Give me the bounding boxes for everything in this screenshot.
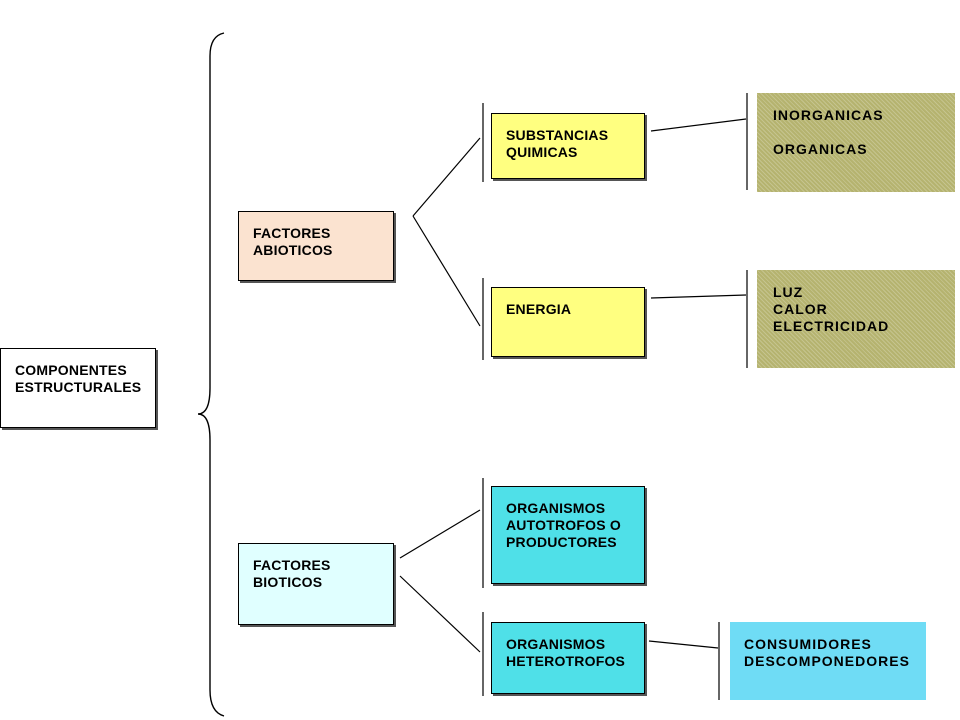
node-label-line: INORGANICAS	[773, 107, 884, 123]
node-label-line: DESCOMPONEDORES	[744, 653, 910, 669]
node-label-line: QUIMICAS	[506, 144, 578, 160]
node-consumidores-descomponedores: CONSUMIDORES DESCOMPONEDORES	[730, 622, 926, 700]
node-label-spacer	[773, 124, 943, 141]
connector-bioticos-autotrofos	[399, 509, 481, 559]
node-energia: ENERGIA	[491, 287, 645, 357]
node-inorganicas-organicas: INORGANICAS ORGANICAS	[757, 93, 955, 192]
node-label-line: ABIOTICOS	[253, 242, 333, 258]
connector-bioticos-heterotrofos	[399, 575, 481, 653]
node-factores-bioticos: FACTORES BIOTICOS	[238, 543, 394, 625]
node-label-line: PRODUCTORES	[506, 534, 617, 550]
node-organismos-heterotrofos: ORGANISMOS HETEROTROFOS	[491, 622, 645, 694]
node-label-line: CALOR	[773, 301, 828, 317]
connector-abioticos-energia	[412, 215, 481, 327]
node-label-line: SUBSTANCIAS	[506, 127, 609, 143]
node-label-line: FACTORES	[253, 225, 331, 241]
node-label-line: ELECTRICIDAD	[773, 318, 890, 334]
node-luz-calor-electricidad: LUZ CALOR ELECTRICIDAD	[757, 270, 955, 368]
node-label-line: AUTOTROFOS O	[506, 517, 621, 533]
main-brace	[197, 32, 225, 717]
node-label-line: BIOTICOS	[253, 574, 323, 590]
node-label-line: COMPONENTES	[15, 362, 127, 378]
node-organismos-autotrofos: ORGANISMOS AUTOTROFOS O PRODUCTORES	[491, 486, 645, 584]
node-label-line: ORGANISMOS	[506, 500, 606, 516]
node-substancias-quimicas: SUBSTANCIAS QUIMICAS	[491, 113, 645, 179]
node-label-line: ORGANISMOS	[506, 636, 606, 652]
connector-energia-leaves	[650, 294, 747, 299]
node-label-line: HETEROTROFOS	[506, 653, 626, 669]
node-componentes-estructurales: COMPONENTES ESTRUCTURALES	[0, 348, 156, 428]
node-label-line: ENERGIA	[506, 301, 572, 317]
connector-abioticos-substancias	[412, 137, 481, 217]
node-label-line: CONSUMIDORES	[744, 636, 872, 652]
connector-substancias-leaves	[650, 118, 747, 132]
node-label-line: FACTORES	[253, 557, 331, 573]
connector-heterotrofos-consumidores	[648, 640, 719, 649]
node-factores-abioticos: FACTORES ABIOTICOS	[238, 211, 394, 281]
node-label-line: LUZ	[773, 284, 804, 300]
node-label-line: ORGANICAS	[773, 141, 868, 157]
node-label-line: ESTRUCTURALES	[15, 379, 142, 395]
